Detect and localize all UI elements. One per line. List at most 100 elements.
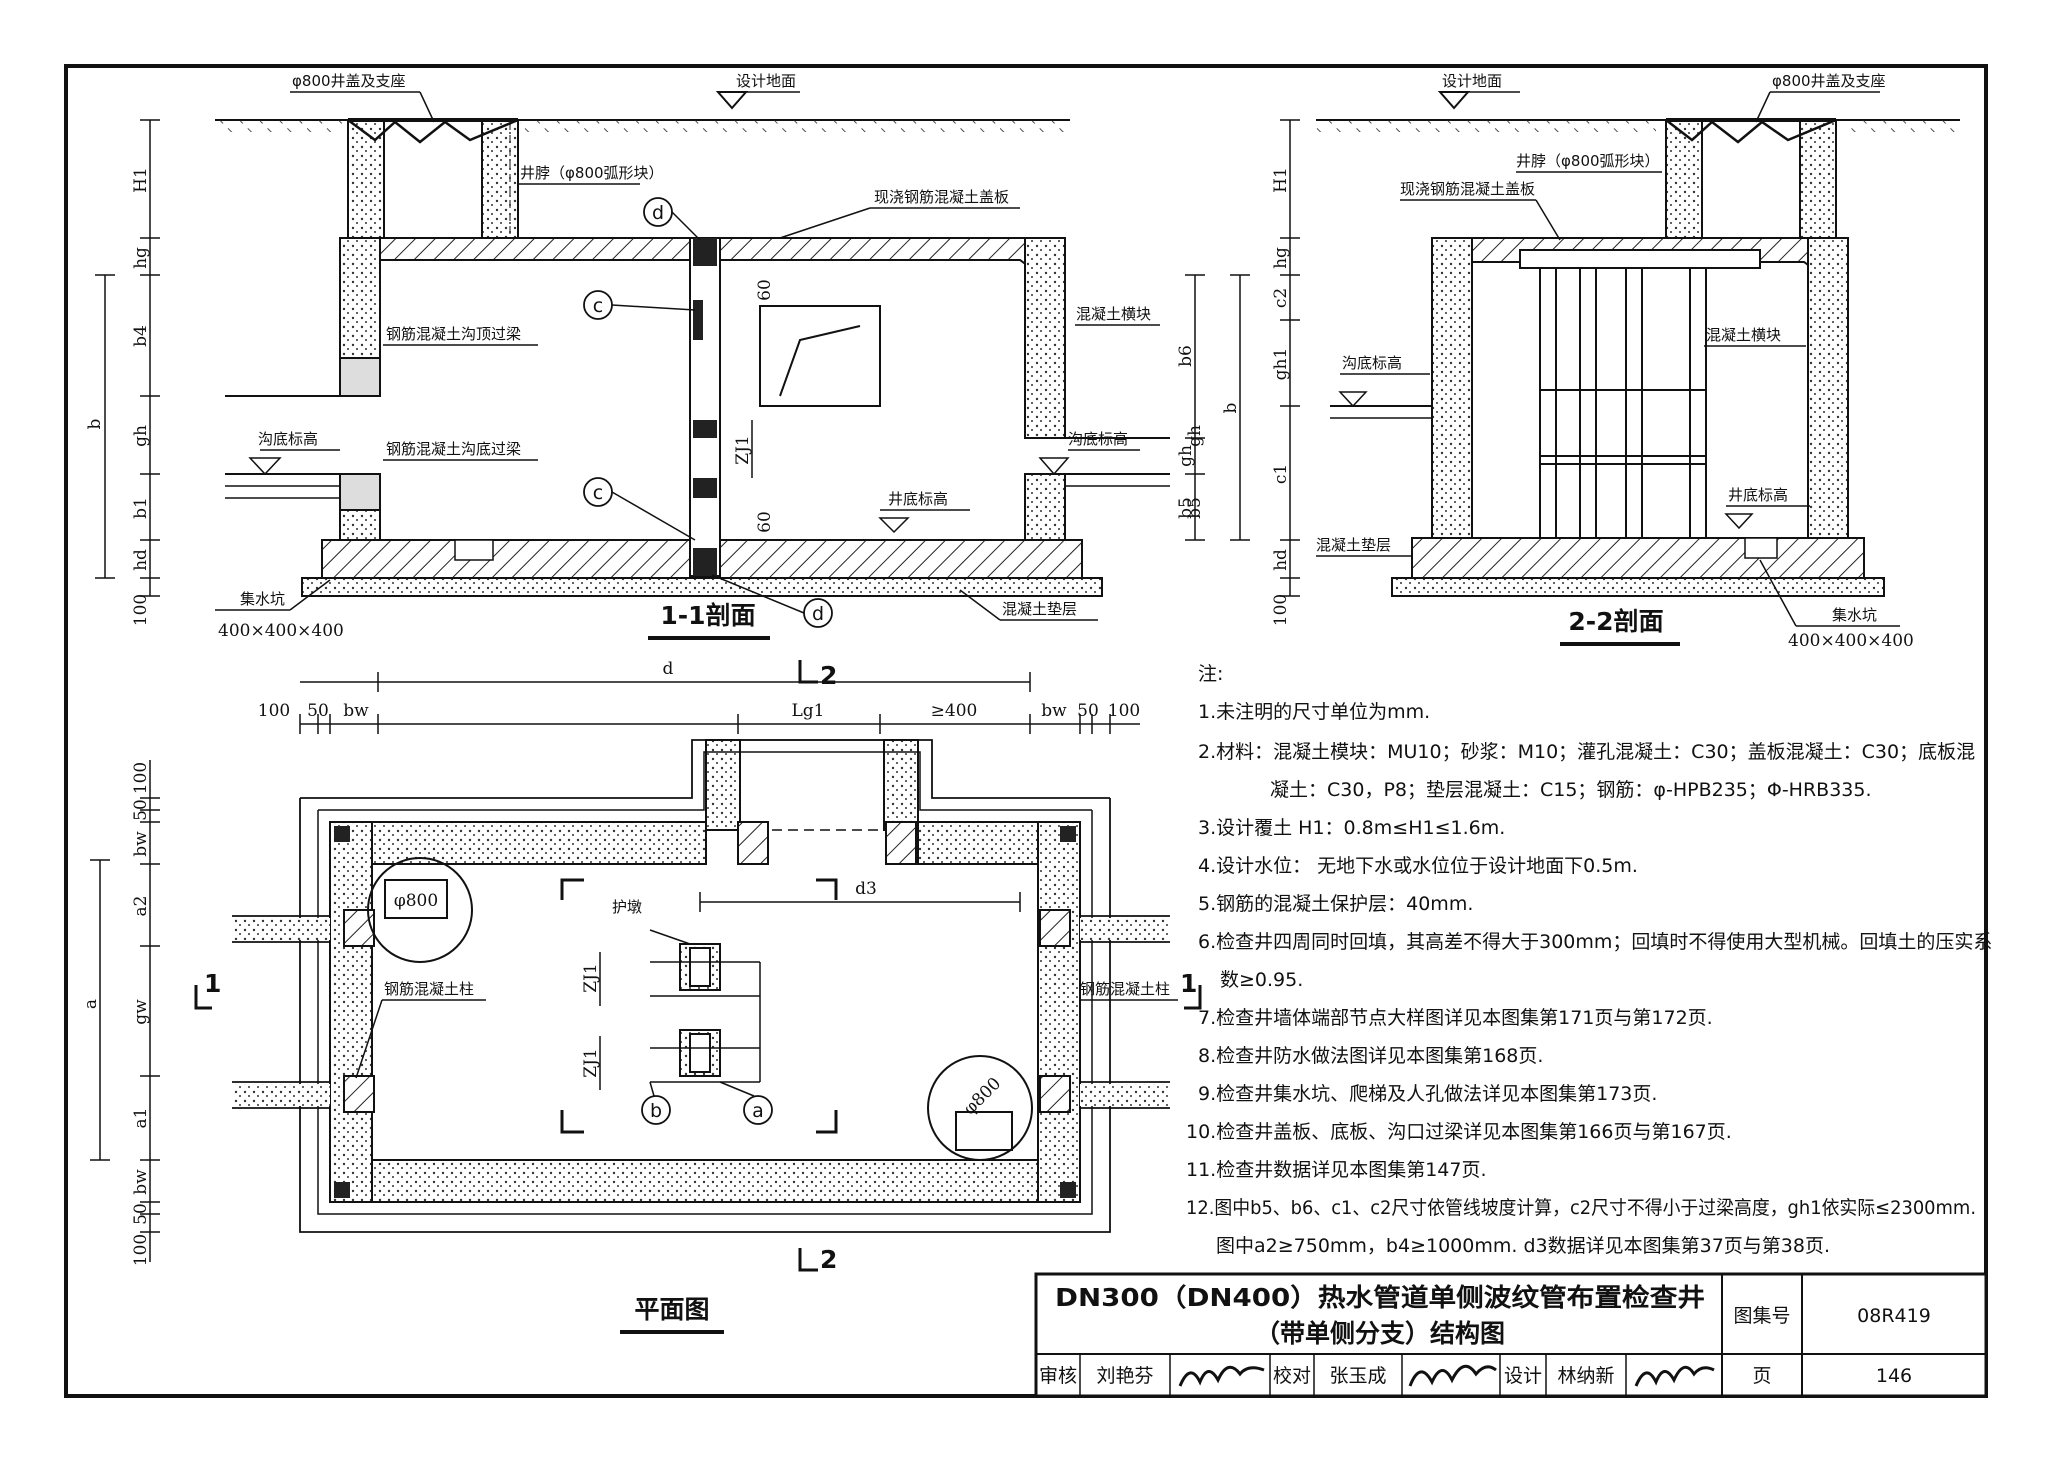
section-2-2: H1 hg c2 gh1 c1 hd 100 b gh b5 设计地面 φ800… — [1185, 72, 1960, 651]
well-neck-right — [481, 119, 519, 239]
note-line-11: 9.检查井集水坑、爬梯及人孔做法详见本图集第173页. — [1198, 1083, 1657, 1105]
note-line-7: 6.检查井四周同时回填，其高差不得大于300mm；回填时不得使用大型机械。回填土… — [1198, 931, 1992, 953]
dim-zj1: ZJ1 — [733, 435, 753, 464]
plan-dim-d: d — [663, 659, 674, 679]
dim-hd: hd — [131, 549, 151, 571]
dim-hd-22: hd — [1271, 549, 1291, 571]
plan-dim-left-50b: 50 — [131, 1203, 151, 1225]
label-pier: 护墩 — [612, 898, 642, 916]
dim-60-bottom: 60 — [755, 511, 775, 533]
page-label: 页 — [1752, 1365, 1771, 1387]
note-line-14: 12.图中b5、b6、c1、c2尺寸依管线坡度计算，c2尺寸不得小于过梁高度，g… — [1186, 1197, 1976, 1219]
cushion-layer — [301, 577, 1103, 597]
note-line-12: 10.检查井盖板、底板、沟口过梁详见本图集第166页与第167页. — [1186, 1121, 1732, 1143]
plan-dim-a2: a2 — [131, 896, 151, 917]
section-1-1: H1 hg b4 gh b1 hd 100 b b6 gh b5 ZJ1 60 … — [85, 72, 1205, 641]
label-cushion: 混凝土垫层 — [1002, 600, 1077, 618]
plan-dim-top-100b: 100 — [1108, 701, 1140, 721]
dim-b: b — [85, 418, 105, 429]
label-design-ground: 设计地面 — [736, 72, 796, 90]
label-concrete-block: 混凝土横块 — [1076, 305, 1151, 323]
designer-signature — [1634, 1365, 1715, 1387]
label-sump-22: 集水坑 — [1832, 606, 1877, 624]
reviewer-signature — [1178, 1365, 1265, 1387]
label-manhole-cover-22: φ800井盖及支座 — [1772, 72, 1886, 90]
plan-dim-zj1-b: ZJ1 — [581, 1048, 601, 1077]
dim-h1-22: H1 — [1271, 167, 1291, 193]
cut-marker-1-right: 1 — [1180, 969, 1197, 998]
dim-100: 100 — [131, 594, 151, 626]
note-line-3: 凝土：C30，P8；垫层混凝土：C15；钢筋：φ-HPB235；Φ-HRB335… — [1270, 779, 1872, 801]
title-block: DN300（DN400）热水管道单侧波纹管布置检查井 （带单侧分支）结构图 图集… — [1034, 1272, 1988, 1398]
label-cover-slab-22: 现浇钢筋混凝土盖板 — [1400, 180, 1535, 198]
sheet-border — [64, 64, 1988, 1398]
label-sump-size: 400×400×400 — [218, 621, 344, 641]
plan-dim-lg1: Lg1 — [792, 701, 825, 721]
callout-c-upper: c — [593, 295, 603, 317]
section-1-1-title: 1-1剖面 — [660, 601, 755, 630]
label-rc-column-left: 钢筋混凝土柱 — [384, 980, 474, 998]
checker-name: 张玉成 — [1329, 1365, 1386, 1387]
plan-dim-gw: gw — [131, 999, 151, 1025]
label-manhole-cover: φ800井盖及支座 — [292, 72, 406, 90]
callout-d-top: d — [652, 202, 664, 224]
plan-left-wall — [329, 821, 373, 1203]
notes: 注: 1.未注明的尺寸单位为mm. 2.材料：混凝土模块：MU10；砂浆：M10… — [1186, 663, 1992, 1257]
dim-gh: gh — [131, 425, 151, 447]
dim-gh1: gh1 — [1271, 348, 1291, 381]
dim-h1: H1 — [131, 167, 151, 193]
left-wall-top — [339, 237, 381, 359]
label-trench-bottom-left: 沟底标高 — [258, 430, 318, 448]
right-wall-top — [1024, 237, 1066, 439]
right-wall-bottom — [1024, 473, 1066, 545]
review-label: 审核 — [1039, 1365, 1077, 1387]
dim-100-22: 100 — [1271, 594, 1291, 626]
label-top-beam: 钢筋混凝土沟顶过梁 — [386, 325, 521, 343]
dim-b6: b6 — [1176, 345, 1196, 367]
dim-b-22: b — [1221, 402, 1241, 413]
plan-dim-left-bw2: bw — [131, 1169, 151, 1195]
dim-c2: c2 — [1271, 288, 1291, 308]
plan-bottom-wall — [329, 1159, 1081, 1203]
dim-gh-right: gh — [1176, 445, 1196, 467]
label-cushion-22: 混凝土垫层 — [1316, 536, 1391, 554]
dim-hg-22: hg — [1271, 247, 1291, 269]
plan-dim-left-50: 50 — [131, 799, 151, 821]
label-well-bottom: 井底标高 — [888, 490, 948, 508]
label-well-neck: 井脖（φ800弧形块） — [520, 164, 664, 182]
cushion-22 — [1391, 577, 1885, 597]
designer-name: 林纳新 — [1557, 1365, 1614, 1387]
note-line-9: 7.检查井墙体端部节点大样图详见本图集第171页与第172页. — [1198, 1007, 1713, 1029]
plan-dim-ge400: ≥400 — [931, 701, 978, 721]
note-line-1: 1.未注明的尺寸单位为mm. — [1198, 701, 1430, 723]
label-cover-slab: 现浇钢筋混凝土盖板 — [874, 188, 1009, 206]
label-bottom-beam: 钢筋混凝土沟底过梁 — [386, 440, 521, 458]
dim-b4: b4 — [131, 325, 151, 347]
plan-dim-top-50: 50 — [307, 701, 329, 721]
label-design-ground-22: 设计地面 — [1442, 72, 1502, 90]
note-line-2: 2.材料：混凝土模块：MU10；砂浆：M10；灌孔混凝土：C30；盖板混凝土：C… — [1198, 741, 1975, 763]
design-label: 设计 — [1504, 1365, 1542, 1387]
plan-view: d 100 50 bw Lg1 ≥400 bw 50 100 2 2 — [81, 659, 1202, 1334]
plan-dim-d3: d3 — [855, 879, 877, 899]
well-neck-right-22 — [1799, 119, 1837, 239]
dim-60-top: 60 — [755, 279, 775, 301]
note-line-6: 5.钢筋的混凝土保护层：40mm. — [1198, 893, 1473, 915]
note-line-10: 8.检查井防水做法图详见本图集第168页. — [1198, 1045, 1543, 1067]
plan-dim-zj1-a: ZJ1 — [581, 963, 601, 992]
well-neck-left-22 — [1665, 119, 1703, 239]
plan-title: 平面图 — [634, 1295, 709, 1324]
plan-dim-top-50b: 50 — [1077, 701, 1099, 721]
plan-dim-a1: a1 — [131, 1108, 151, 1129]
plan-dim-top-100: 100 — [258, 701, 290, 721]
plan-dim-top-bw: bw — [343, 701, 369, 721]
plan-dim-top-bw2: bw — [1041, 701, 1067, 721]
callout-a: a — [752, 1100, 764, 1122]
checker-signature — [1408, 1364, 1497, 1387]
floor-slab-22 — [1411, 537, 1865, 579]
plan-top-wall-left — [329, 821, 707, 865]
note-line-4: 3.设计覆土 H1：0.8m≤H1≤1.6m. — [1198, 817, 1505, 839]
label-trench-bottom-right: 沟底标高 — [1068, 430, 1128, 448]
label-well-bottom-22: 井底标高 — [1728, 486, 1788, 504]
